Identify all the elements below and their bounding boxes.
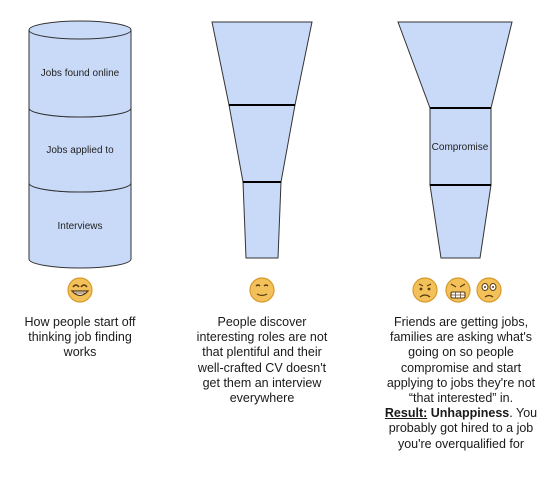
caption-start-text: How people start off thinking job findin… [24, 315, 136, 360]
caption-start: How people start off thinking job findin… [20, 315, 140, 361]
sad-face-icon [412, 277, 438, 303]
caption-discover-text: People discover interesting roles are no… [196, 315, 328, 406]
funnel-compromise-bottom [429, 184, 492, 259]
caption-discover: People discover interesting roles are no… [192, 315, 332, 406]
result-value: Unhappiness [430, 406, 510, 421]
funnel-discover-bottom [242, 181, 282, 259]
result-label: Result: [384, 406, 428, 421]
neutral-face-icon [249, 277, 275, 303]
funnel-compromise-top [397, 21, 513, 109]
grinning-face-icon [67, 277, 93, 303]
caption-compromise-lead: Friends are getting jobs, families are a… [386, 315, 536, 406]
grimacing-face-icon [445, 277, 471, 303]
cylinder-label-interviews: Interviews [57, 221, 102, 232]
cylinder-stack: Jobs found online Jobs applied to Interv… [28, 20, 132, 269]
funnel-compromise: Compromise [397, 21, 513, 259]
funnel-discover-middle [228, 104, 296, 183]
cylinder-label-jobs-applied: Jobs applied to [46, 145, 114, 156]
caption-compromise-tail: You probably got hired to a job you're o… [388, 406, 538, 451]
caption-compromise: Friends are getting jobs, families are a… [382, 315, 540, 452]
cylinder-label-jobs-found: Jobs found online [41, 68, 120, 79]
funnel-discover-top [211, 21, 313, 106]
funnel-discover [211, 21, 313, 259]
result-period: . [509, 406, 513, 421]
worried-face-icon [476, 277, 502, 303]
cylinder-segment-found [28, 20, 132, 118]
funnel-label-compromise: Compromise [432, 142, 489, 153]
